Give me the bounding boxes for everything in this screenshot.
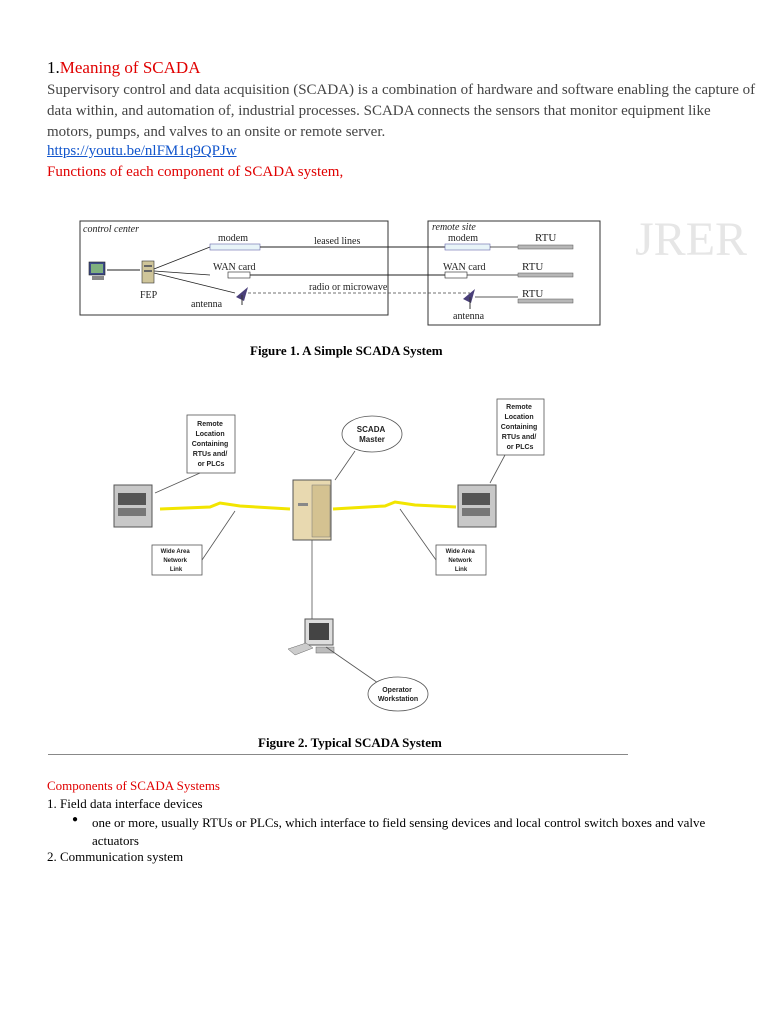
operator-workstation-computer [287, 618, 335, 656]
remote-left-line-1: Remote [197, 421, 223, 428]
remote-left-line-5: or PLCs [198, 461, 225, 468]
remote-site-box [427, 220, 601, 326]
figure-1-caption: Figure 1. A Simple SCADA System [250, 343, 443, 358]
horizontal-rule [48, 754, 628, 755]
heading-number: 1. [47, 58, 60, 77]
modem-cc [209, 243, 261, 251]
wireless-link-right [332, 500, 457, 511]
wan-card-rs [444, 271, 468, 279]
remote-left-line-4: RTUs and/ [193, 451, 228, 458]
svg-text:Operator Workstation: Operator Workstation [378, 687, 418, 703]
radio-microwave-label: radio or microwave [309, 282, 388, 293]
svg-text:SCADA Master: SCADA Master [357, 425, 387, 444]
master-line-2: Master [359, 435, 385, 444]
remote-left-line-2: Location [195, 431, 224, 438]
list-item-2: 2. Communication system [47, 849, 184, 864]
watermark-text: JRER [635, 213, 747, 266]
rtu-2 [517, 272, 574, 278]
svg-text:Wide Area Network: Wide Area Network Link [446, 549, 477, 573]
wan-right-line-2: Network [448, 558, 472, 564]
functions-heading: Functions of each component of SCADA sys… [47, 164, 344, 180]
remote-location-right: Remote Location Containing RTUs and/ or … [489, 398, 545, 484]
wireless-link-left [159, 501, 291, 511]
wan-card-label-rs: WAN card [443, 262, 485, 273]
figure-1-diagram: JRER control center remote site FEP mode… [79, 213, 747, 326]
remote-right-line-4: RTUs and/ [502, 434, 537, 441]
scada-master-server [292, 479, 332, 541]
modem-label-rs: modem [448, 233, 478, 244]
remote-rtu-server-left [113, 484, 153, 528]
modem-rs [444, 243, 491, 251]
rtu-label-1: RTU [535, 232, 556, 244]
control-center-label: control center [83, 224, 139, 235]
rtu-label-3: RTU [522, 288, 543, 300]
control-center-box [79, 220, 389, 316]
svg-text:Remote Location Co: Remote Location Containing RTUs and/ or … [192, 421, 231, 468]
remote-right-line-1: Remote [506, 404, 532, 411]
fep-server-icon [141, 260, 155, 284]
section-heading: 1.Meaning of SCADA [47, 58, 200, 78]
antenna-icon-rs [463, 289, 475, 309]
remote-location-left: Remote Location Containing RTUs and/ or … [154, 414, 236, 494]
figure-2-caption: Figure 2. Typical SCADA System [258, 735, 442, 750]
modem-label-cc: modem [218, 233, 248, 244]
operator-line-2: Workstation [378, 696, 418, 703]
wan-right-line-3: Link [455, 567, 468, 573]
components-title: Components of SCADA Systems [47, 778, 220, 793]
rtu-1 [517, 244, 574, 250]
youtube-link[interactable]: https://youtu.be/nlFM1q9QPJw [47, 143, 237, 159]
svg-text:Remote Location Co: Remote Location Containing RTUs and/ or … [501, 404, 540, 451]
remote-right-line-2: Location [504, 414, 533, 421]
remote-right-line-3: Containing [501, 424, 538, 431]
list-item-1: 1. Field data interface devices [47, 796, 203, 811]
bullet-text: one or more, usually RTUs or PLCs, which… [92, 815, 706, 848]
antenna-label-rs: antenna [453, 311, 485, 322]
wan-left-line-1: Wide Area [161, 549, 191, 555]
scada-master-bubble: SCADA Master [334, 415, 403, 481]
heading-title: Meaning of SCADA [59, 58, 201, 77]
operator-line-1: Operator [382, 687, 412, 694]
wan-card-label-cc: WAN card [213, 262, 255, 273]
remote-site-label: remote site [432, 222, 476, 233]
remote-rtu-server-right [457, 484, 497, 528]
wan-card-cc [227, 271, 251, 279]
fep-label: FEP [140, 290, 158, 301]
remote-right-line-5: or PLCs [507, 444, 534, 451]
master-line-1: SCADA [357, 425, 386, 434]
wan-link-left: Wide Area Network Link [151, 510, 236, 576]
intro-paragraph: Supervisory control and data acquisition… [47, 82, 756, 140]
antenna-icon-cc [236, 287, 248, 305]
operator-workstation-bubble: Operator Workstation [367, 676, 429, 712]
svg-text:Wide Area Network: Wide Area Network Link [161, 549, 192, 573]
leased-lines-label: leased lines [314, 236, 360, 247]
computer-icon [88, 261, 106, 280]
wan-link-right: Wide Area Network Link [399, 508, 487, 576]
bullet-icon: ● [72, 814, 79, 825]
wan-left-line-2: Network [163, 558, 187, 564]
antenna-label-cc: antenna [191, 299, 223, 310]
remote-left-line-3: Containing [192, 441, 229, 448]
wan-right-line-1: Wide Area [446, 549, 476, 555]
rtu-3 [517, 298, 574, 304]
rtu-label-2: RTU [522, 261, 543, 273]
wan-left-line-3: Link [170, 567, 183, 573]
figure-2-diagram: Remote Location Containing RTUs and/ or … [113, 398, 545, 712]
